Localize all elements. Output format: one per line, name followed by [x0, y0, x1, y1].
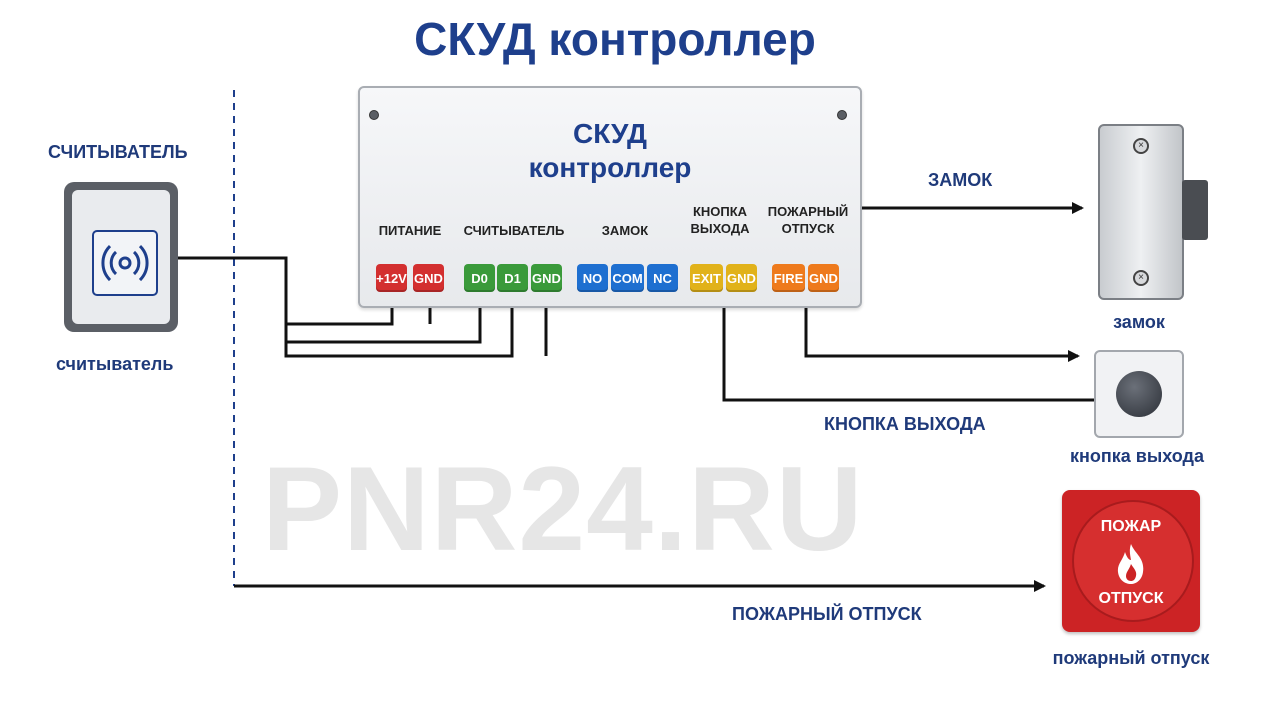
reader-device: [64, 182, 178, 332]
group-label-exit-line1: КНОПКА: [692, 204, 748, 219]
terminal-fire: FIRE: [772, 264, 805, 292]
terminal-gnd-power: GND: [413, 264, 444, 292]
terminal-com: COM: [611, 264, 644, 292]
reader-cable: [178, 256, 514, 358]
wire-d0: [286, 292, 482, 344]
rfid-icon: [92, 230, 158, 296]
wire-fire: [804, 292, 1080, 362]
fire-text-top: ПОЖАР: [1100, 518, 1162, 535]
group-label-exit-line2: ВЫХОДА: [690, 221, 750, 236]
lock-bolt: [1182, 180, 1208, 240]
reader-face: [72, 190, 170, 324]
group-label-fire-line2: ОТПУСК: [781, 221, 835, 236]
group-label-exit: КНОПКА ВЫХОДА: [678, 203, 762, 237]
flame-icon: [1113, 542, 1149, 586]
terminal-nc: NC: [647, 264, 678, 292]
fire-device-label: пожарный отпуск: [1052, 648, 1210, 668]
group-label-power: ПИТАНИЕ: [378, 223, 442, 238]
controller-box: СКУД контроллер ПИТАНИЕ СЧИТЫВАТЕЛЬ ЗАМО…: [358, 86, 862, 308]
electric-lock-icon: × ×: [1098, 124, 1184, 300]
controller-title-line1: СКУД: [573, 118, 647, 149]
terminal-d0: D0: [464, 264, 495, 292]
terminal-gnd-fire: GND: [808, 264, 839, 292]
terminal-gnd-reader: GND: [531, 264, 562, 292]
wire-exit: [722, 292, 1094, 402]
lock-wire-label: ЗАМОК: [928, 170, 993, 190]
group-label-fire-line1: ПОЖАРНЫЙ: [767, 204, 849, 219]
screw-icon: ×: [1133, 138, 1149, 154]
screw-icon: [369, 110, 379, 120]
reader-label-bottom: считыватель: [56, 354, 174, 374]
screw-icon: ×: [1133, 270, 1149, 286]
terminal-d1: D1: [497, 264, 528, 292]
screw-icon: [837, 110, 847, 120]
terminal-gnd-exit: GND: [726, 264, 757, 292]
button-knob: [1116, 371, 1162, 417]
terminal-exit: EXIT: [690, 264, 723, 292]
group-label-fire: ПОЖАРНЫЙ ОТПУСК: [760, 203, 856, 237]
controller-title-line2: контроллер: [528, 152, 692, 183]
fire-wire-label: ПОЖАРНЫЙ ОТПУСК: [732, 604, 922, 624]
group-label-lock: ЗАМОК: [601, 223, 649, 238]
exit-device-label: кнопка выхода: [1070, 446, 1204, 466]
group-label-reader: СЧИТЫВАТЕЛЬ: [463, 223, 565, 238]
watermark: PNR24.RU: [262, 442, 864, 576]
exit-wire-label: КНОПКА ВЫХОДА: [824, 414, 986, 434]
fire-release-device: ПОЖАР ОТПУСК: [1062, 490, 1200, 632]
push-button-icon: [1094, 350, 1184, 438]
terminal-no: NO: [577, 264, 608, 292]
page-title: СКУД контроллер: [414, 13, 816, 65]
terminal-12v: +12V: [376, 264, 407, 292]
reader-label-top: СЧИТЫВАТЕЛЬ: [48, 142, 188, 162]
fire-text-bottom: ОТПУСК: [1098, 590, 1164, 607]
lock-device-label: замок: [1113, 312, 1165, 332]
